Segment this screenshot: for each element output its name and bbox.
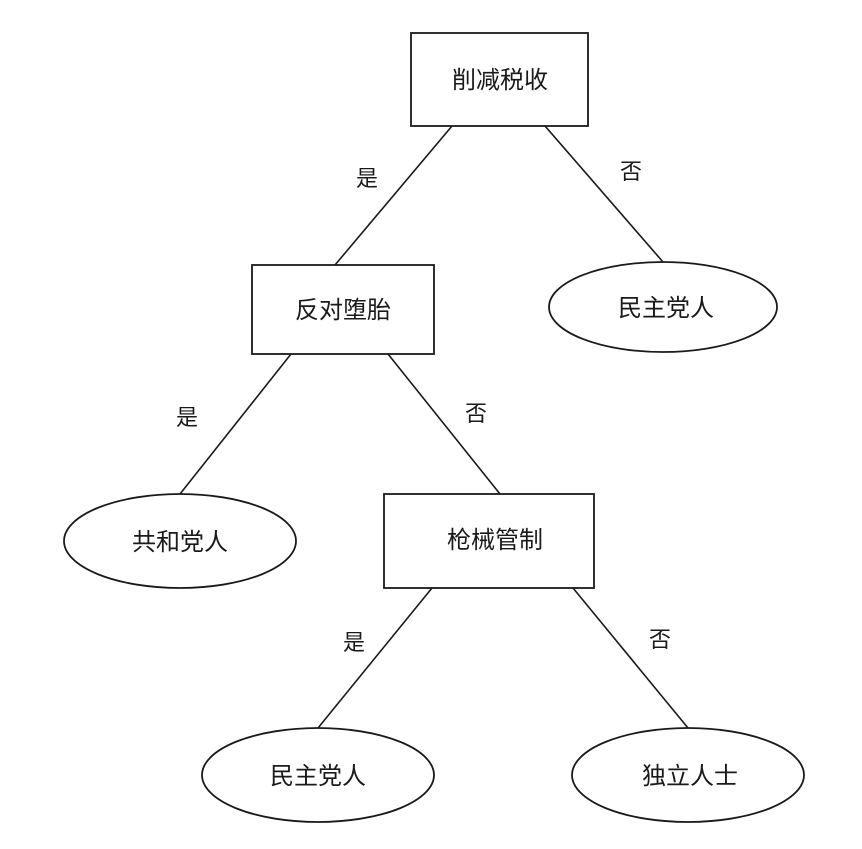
decision-label-anti-abortion: 反对堕胎 [295,296,391,324]
decision-box-anti-abortion [251,264,435,355]
edge-label-gun-control-yes: 是 [343,631,365,656]
edge-label-anti-abortion-no: 否 [465,402,487,427]
decision-label-gun-control: 枪械管制 [447,526,543,554]
edge-label-tax-cut-yes: 是 [356,167,378,192]
decision-box-tax-cut [410,32,589,127]
decision-node-tax-cut: 削减税收 [410,32,589,127]
decision-box-gun-control [383,493,595,589]
leaf-node-democrat-bottom: 民主党人 [201,727,435,823]
leaf-label-democrat-right: 民主党人 [618,294,714,322]
edge-tax-cut-yes [334,125,453,266]
decision-node-anti-abortion: 反对堕胎 [251,264,435,355]
leaf-ellipse-democrat-right [548,261,778,353]
decision-label-tax-cut: 削减税收 [452,66,548,94]
leaf-node-independent: 独立人士 [571,727,805,823]
edge-label-anti-abortion-yes: 是 [176,406,198,431]
leaf-ellipse-democrat-bottom [201,727,435,823]
edge-gun-control-no [572,587,689,729]
leaf-label-democrat-bottom: 民主党人 [270,762,366,790]
leaf-node-republican: 共和党人 [63,493,297,589]
leaf-ellipse-republican [63,493,297,589]
decision-node-gun-control: 枪械管制 [383,493,595,589]
leaf-label-independent: 独立人士 [642,762,738,790]
edge-gun-control-yes [317,587,433,729]
edge-label-tax-cut-no: 否 [620,160,642,185]
edge-tax-cut-no [544,125,664,263]
leaf-label-republican: 共和党人 [132,528,228,556]
edge-anti-abortion-yes [179,353,292,495]
edge-anti-abortion-no [387,353,501,495]
leaf-node-democrat-right: 民主党人 [548,261,778,353]
edge-label-gun-control-no: 否 [649,628,671,653]
leaf-ellipse-independent [571,727,805,823]
